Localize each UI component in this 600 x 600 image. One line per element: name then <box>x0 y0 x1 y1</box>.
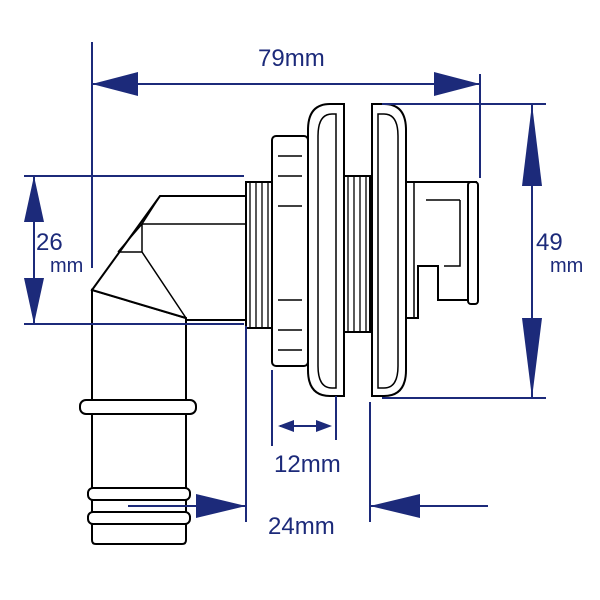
o-ring-upper <box>87 487 191 501</box>
nut-facet-bottom <box>278 299 302 351</box>
washer-left-inner <box>317 113 337 389</box>
nut-facet-top <box>278 155 302 207</box>
dim-flange-height: 49 mm <box>382 103 583 399</box>
outlet-nozzle <box>405 181 479 319</box>
arrow-24-left <box>196 494 246 518</box>
tail-lower <box>91 413 187 491</box>
label-elbow-height-unit: mm <box>50 255 83 277</box>
arrow-12-left <box>278 420 294 432</box>
label-overall-length: 79mm <box>258 45 325 72</box>
shaft-threads <box>249 182 269 328</box>
nut-body <box>271 135 309 367</box>
nozzle-body <box>405 181 477 319</box>
tail-ring <box>79 399 197 415</box>
label-thread-length: 24mm <box>268 513 335 540</box>
washer-left <box>307 103 345 397</box>
elbow-fitting <box>79 195 247 545</box>
o-ring-lower <box>87 511 191 525</box>
dim-elbow-height: 26 mm <box>24 175 244 325</box>
label-flange-height-unit: mm <box>550 255 583 277</box>
elbow-top-edge <box>141 195 161 225</box>
arrow-49-top <box>522 104 542 186</box>
washer-left-body <box>307 103 345 397</box>
flange-right-body <box>371 103 407 397</box>
arrow-79-left <box>92 72 138 96</box>
flange-right <box>371 103 407 397</box>
dim-overall-length: 79mm <box>91 42 481 268</box>
nozzle-detail <box>413 182 461 318</box>
locking-nut <box>271 135 309 367</box>
label-nut-width: 12mm <box>274 451 341 478</box>
label-elbow-height-value: 26 <box>36 229 63 256</box>
tail-end <box>91 523 187 545</box>
arrow-24-right <box>370 494 420 518</box>
dim-nut-width: 12mm <box>271 370 341 478</box>
nozzle-cap <box>467 181 479 305</box>
label-flange-height-value: 49 <box>536 229 563 256</box>
dim-thread-length: 24mm <box>128 326 488 540</box>
arrow-79-right <box>434 72 480 96</box>
arrow-26-top <box>24 176 44 222</box>
arrow-12-right <box>316 420 332 432</box>
arrow-49-bottom <box>522 318 542 398</box>
arrow-26-bottom <box>24 278 44 324</box>
shaft-body <box>245 181 275 329</box>
flange-right-inner <box>377 113 399 389</box>
